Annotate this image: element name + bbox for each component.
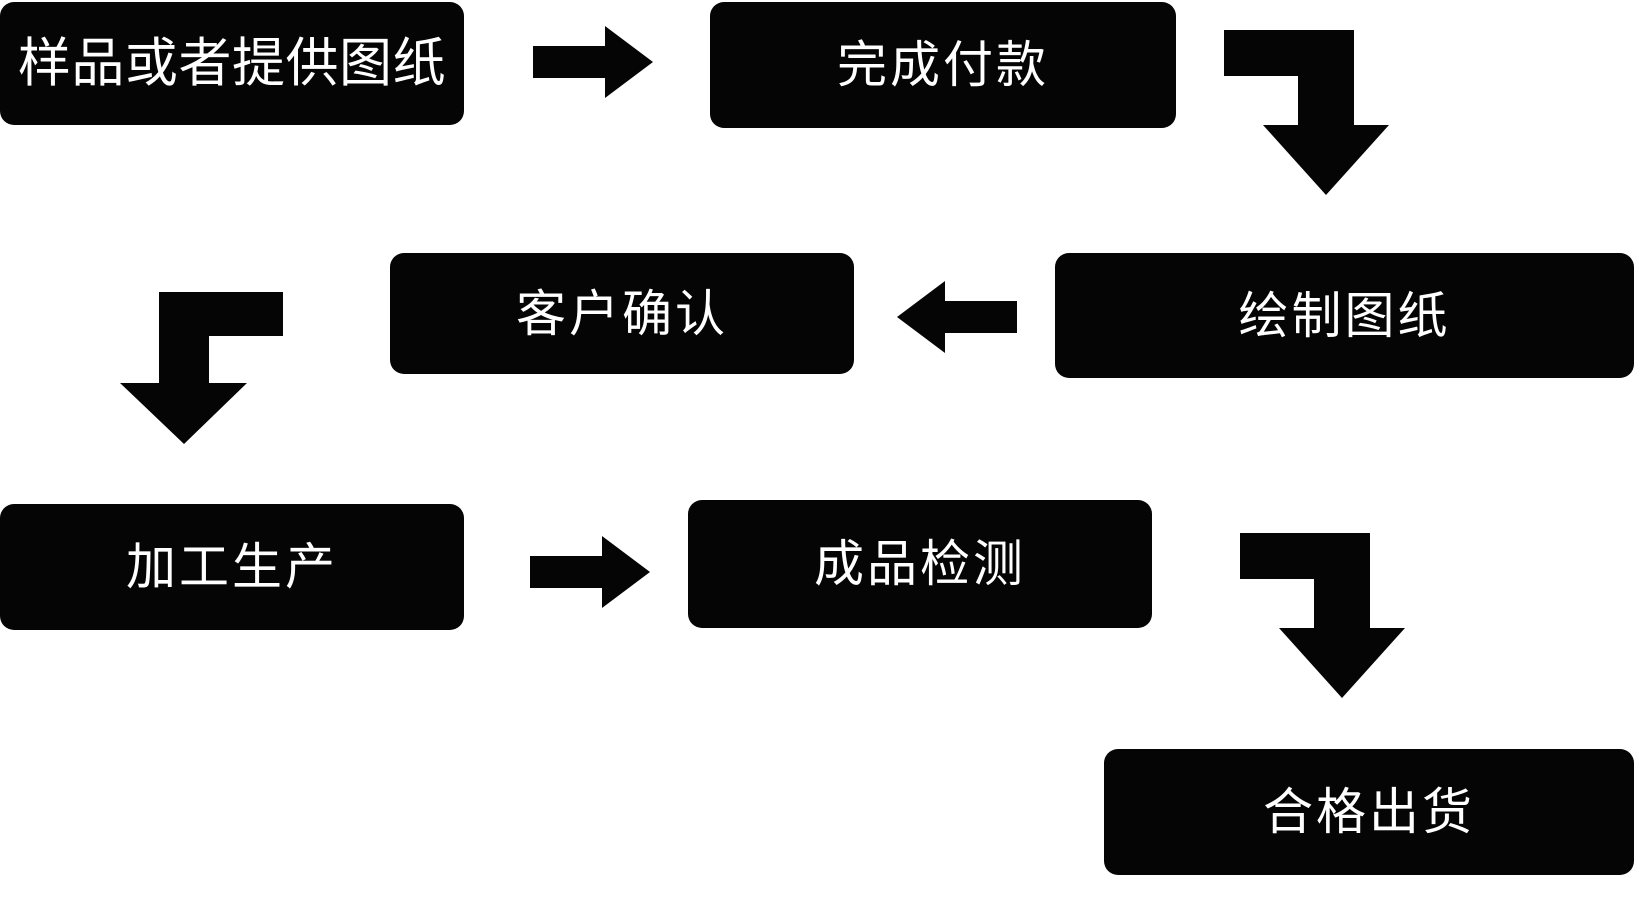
flow-node-confirm-label: 客户确认 — [516, 284, 728, 343]
arrow-right-icon — [530, 536, 650, 608]
flow-node-payment[interactable]: 完成付款 — [710, 2, 1176, 128]
arrow-elbow-left-down-icon — [120, 292, 283, 444]
arrow-elbow-right-down-icon — [1224, 30, 1389, 195]
arrow-left-icon — [897, 281, 1017, 353]
flow-node-produce-label: 加工生产 — [126, 538, 338, 596]
flow-node-ship[interactable]: 合格出货 — [1104, 749, 1634, 875]
flow-node-produce[interactable]: 加工生产 — [0, 504, 464, 630]
arrow-right-icon — [533, 26, 653, 98]
flow-node-sample[interactable]: 样品或者提供图纸 — [0, 2, 464, 125]
flow-node-draw-label: 绘制图纸 — [1238, 286, 1451, 345]
flow-node-confirm[interactable]: 客户确认 — [390, 253, 854, 374]
flow-node-draw[interactable]: 绘制图纸 — [1055, 253, 1634, 378]
flow-node-inspect-label: 成品检测 — [814, 535, 1026, 593]
flow-node-ship-label: 合格出货 — [1263, 783, 1475, 841]
flow-node-payment-label: 完成付款 — [837, 36, 1049, 94]
flow-node-inspect[interactable]: 成品检测 — [688, 500, 1152, 628]
arrow-elbow-right-down-icon — [1240, 533, 1405, 698]
flow-node-sample-label: 样品或者提供图纸 — [17, 33, 447, 94]
